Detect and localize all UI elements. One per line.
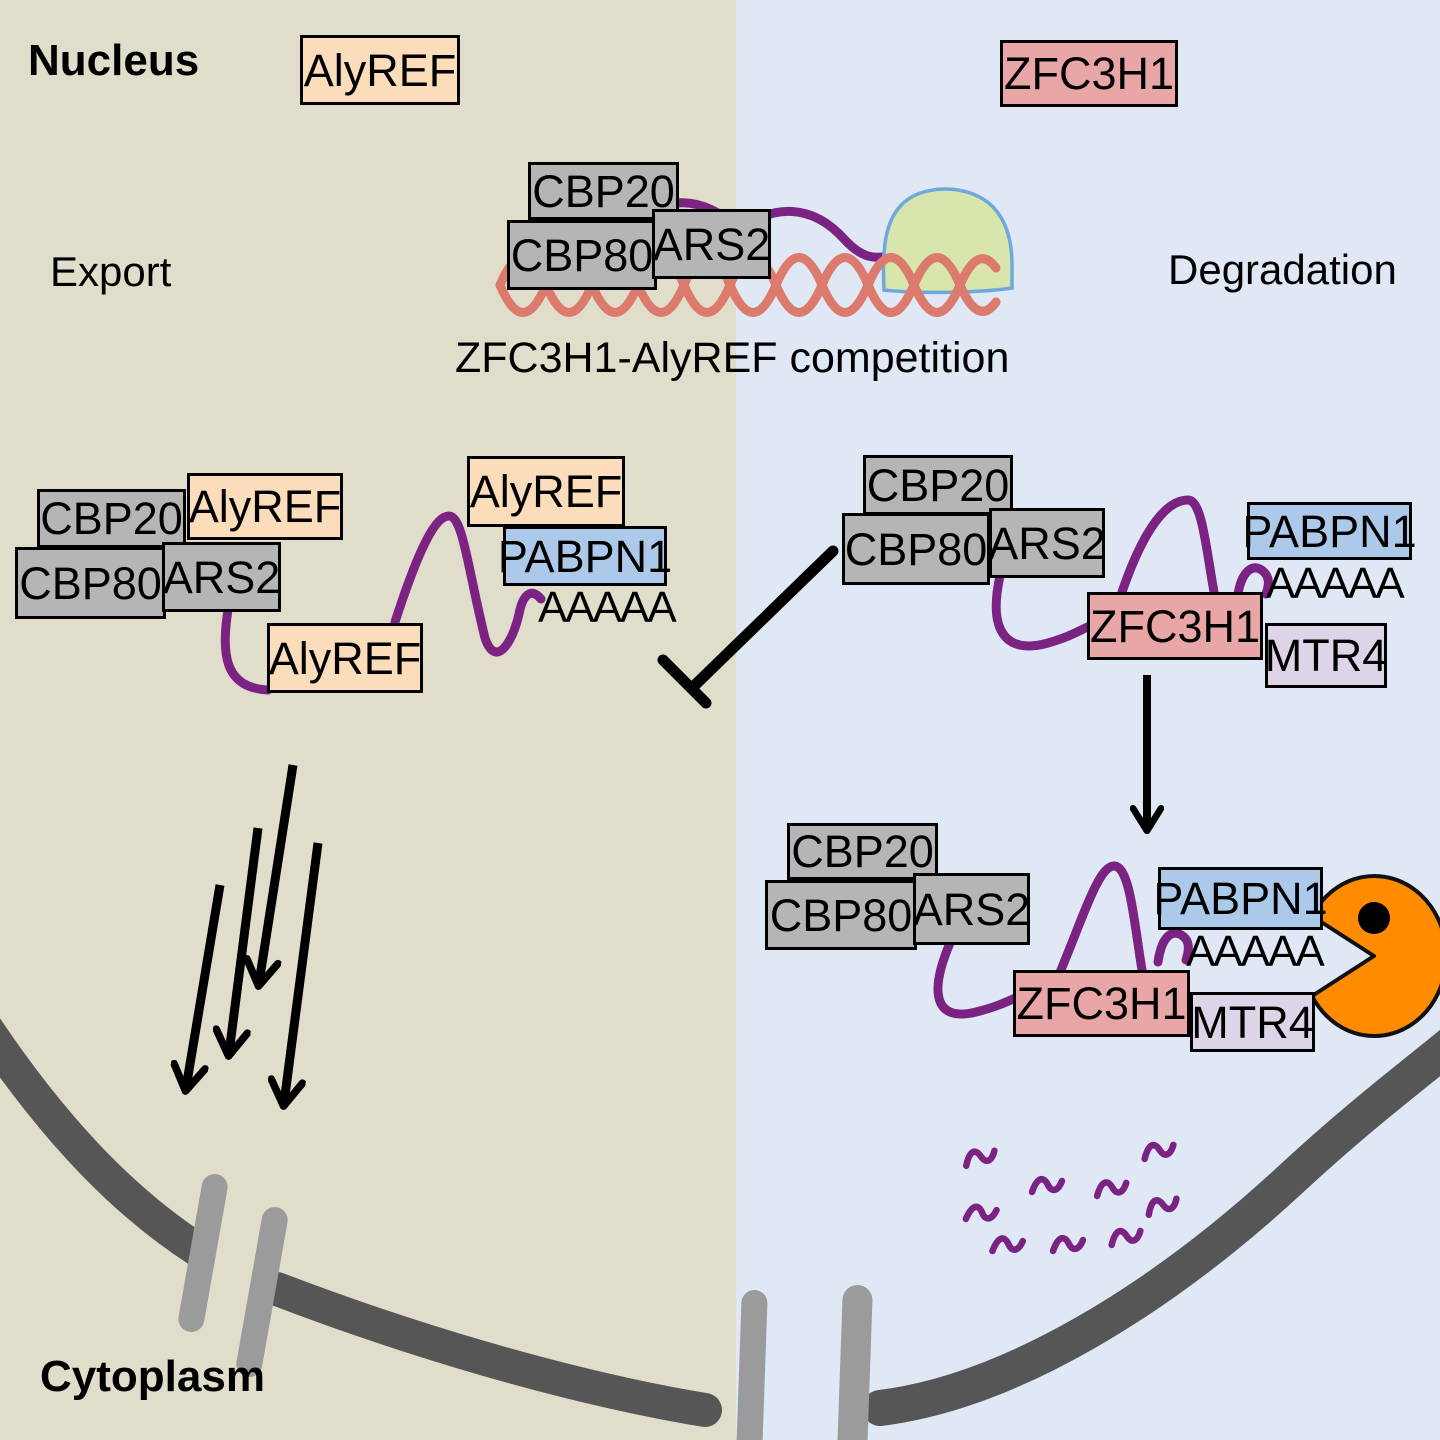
protein-box-ars2-degradation-upper: ARS2 (988, 508, 1106, 578)
degradation-label: Degradation (1168, 246, 1397, 293)
polya-tail-export: AAAAA (538, 583, 677, 632)
mrna-export-cap-loop (220, 605, 273, 695)
dna-helix-front-overlay (863, 253, 1001, 317)
mrna-degradation-upper-hook (1233, 563, 1273, 599)
exosome-pacman-icon (1310, 874, 1440, 1038)
protein-box-ars2-degradation-lower: ARS2 (913, 873, 1030, 945)
rna-fragment-icon (989, 1235, 1027, 1255)
mrna-degradation-lower-hook (1153, 928, 1193, 967)
rna-polymerase-dome-icon (881, 187, 1014, 295)
export-label: Export (50, 248, 172, 295)
mrna-degradation-lower-loop (933, 938, 1025, 1019)
nuclear-pore-left (178, 1174, 288, 1377)
protein-box-pabpn1-degradation-upper: PABPN1 (1242, 502, 1417, 560)
export-arrow-icon (259, 764, 298, 983)
nuclear-envelope-middle-segment (260, 1272, 722, 1427)
protein-box-cbp20-export: CBP20 (37, 489, 186, 548)
nuclear-envelope-left-segment (0, 1018, 215, 1267)
rna-fragment-icon (1028, 1175, 1066, 1196)
protein-box-alyref-legend: AlyREF (300, 35, 460, 105)
export-arrow-icon (284, 842, 323, 1103)
nucleus-degradation-region (736, 0, 1440, 1440)
protein-box-ars2-top: ARS2 (652, 209, 771, 279)
nuclear-envelope-right-segment (862, 1029, 1440, 1426)
nucleus-label: Nucleus (28, 36, 200, 85)
cytoplasm-label: Cytoplasm (40, 1352, 265, 1401)
nuclear-pore-bottom (736, 1285, 873, 1440)
protein-box-cbp20-degradation-lower: CBP20 (787, 823, 938, 880)
protein-box-ars2-export: ARS2 (162, 542, 281, 612)
competition-label: ZFC3H1-AlyREF competition (455, 334, 1010, 382)
mrna-export-spike (390, 511, 546, 657)
mrna-degradation-upper-loop (991, 571, 1097, 651)
nuclear-pore-bar-icon (236, 1207, 288, 1377)
protein-box-cbp80-degradation-lower: CBP80 (765, 880, 917, 950)
protein-box-alyref-export-3p: AlyREF (467, 456, 625, 527)
export-arrow-icon (186, 884, 225, 1088)
rna-fragment-icon (1141, 1141, 1177, 1163)
nuclear-pore-bar-icon (837, 1285, 873, 1440)
export-arrows (186, 764, 323, 1103)
nuclear-pore-bar-icon (736, 1290, 768, 1440)
protein-box-cbp80-top: CBP80 (507, 220, 657, 290)
dna-strand (863, 253, 1001, 317)
protein-box-cbp20-top: CBP20 (528, 162, 679, 220)
protein-box-cbp80-degradation-upper: CBP80 (842, 513, 990, 585)
polya-tail-degradation-lower: AAAAA (1186, 927, 1325, 976)
dna-strand (863, 253, 1001, 317)
rna-fragment-icon (1049, 1234, 1087, 1255)
protein-box-pabpn1-export: PABPN1 (498, 526, 672, 586)
protein-box-pabpn1-degradation-lower: PABPN1 (1153, 867, 1328, 930)
protein-box-mtr4-degradation-upper: MTR4 (1265, 623, 1387, 688)
export-arrow-icon (229, 827, 263, 1053)
protein-box-zfc3h1-degradation-lower: ZFC3H1 (1013, 970, 1190, 1037)
protein-box-cbp20-degradation-upper: CBP20 (863, 455, 1013, 515)
mrna-lines (220, 495, 1273, 1019)
rna-fragment-icon (1145, 1195, 1180, 1219)
inhibition-tbar-icon (657, 545, 839, 709)
rna-fragment-icon (1093, 1179, 1130, 1200)
mrna-degradation-upper-spike (1117, 495, 1219, 597)
rna-fragment-icon (962, 1147, 998, 1170)
rna-fragments (962, 1141, 1180, 1255)
protein-box-mtr4-degradation-lower: MTR4 (1190, 992, 1315, 1052)
protein-box-alyref-export-cap: AlyREF (187, 473, 343, 540)
protein-box-alyref-export-mid: AlyREF (267, 623, 423, 693)
mrna-degradation-lower-spike (1043, 861, 1147, 1005)
rna-fragment-icon (1108, 1227, 1144, 1249)
nuclear-pore-bar-icon (178, 1174, 228, 1332)
polya-tail-degradation-upper: AAAAA (1266, 559, 1405, 608)
protein-box-zfc3h1-legend: ZFC3H1 (1000, 40, 1178, 107)
protein-box-zfc3h1-degradation-upper: ZFC3H1 (1087, 592, 1263, 660)
exosome-eye (1358, 902, 1390, 934)
protein-box-cbp80-export: CBP80 (15, 547, 166, 619)
rna-fragment-icon (962, 1203, 1000, 1223)
